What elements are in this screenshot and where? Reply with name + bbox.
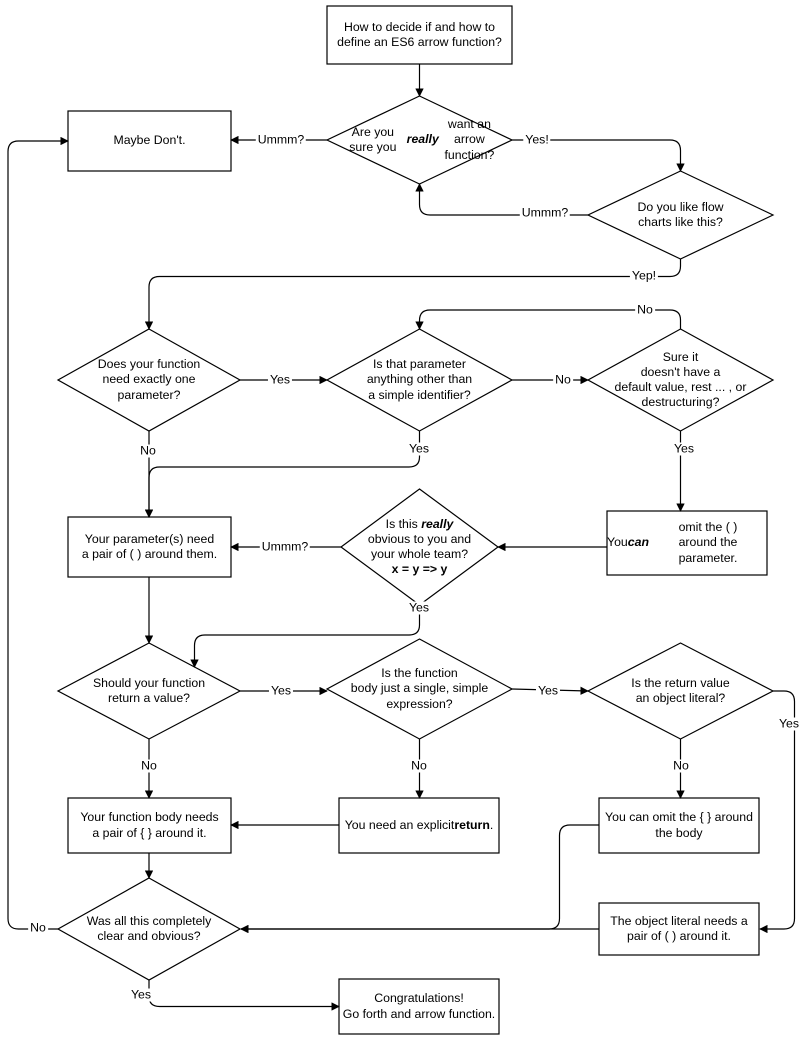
node-object-literal xyxy=(586,642,775,740)
edge-label-yep: Yep! xyxy=(629,268,659,283)
node-are-you-sure xyxy=(325,95,514,185)
edge-label-ummm-2: Ummm? xyxy=(519,205,571,220)
edge-label-yes-9: Yes xyxy=(128,987,154,1002)
edge-sureit-no-to-simpleident xyxy=(415,309,682,330)
edge-label-no-2: No xyxy=(553,372,573,387)
node-omit-braces xyxy=(598,797,760,854)
node-start xyxy=(326,5,513,65)
node-simple-identifier xyxy=(325,328,514,432)
node-object-literal-parens xyxy=(598,902,760,956)
edge-label-yes-2: Yes xyxy=(267,372,293,387)
node-maybe-dont xyxy=(67,110,232,172)
edge-label-yes-5: Yes xyxy=(406,600,432,615)
edge-simpleident-yes-to-needparens xyxy=(144,431,421,518)
node-one-parameter xyxy=(56,328,242,432)
edge-flowcharts-yep-to-oneparam xyxy=(144,259,682,330)
edge-label-no-3: No xyxy=(138,443,158,458)
node-sure-no-default xyxy=(586,328,775,432)
node-need-parens xyxy=(67,516,232,578)
node-need-braces xyxy=(67,797,232,854)
edge-label-ummm-1: Ummm? xyxy=(255,132,307,147)
edge-label-no-6: No xyxy=(671,758,691,773)
node-really-obvious xyxy=(339,488,500,606)
edge-reallyobvious-yes-to-returnvalue xyxy=(190,605,421,668)
edge-label-yes-8: Yes xyxy=(776,716,802,731)
edge-label-ummm-3: Ummm? xyxy=(259,539,311,554)
edge-label-no-top: No xyxy=(635,302,655,317)
edge-label-yes-7: Yes xyxy=(535,683,561,698)
edge-label-no-7: No xyxy=(28,920,48,935)
edge-label-no-4: No xyxy=(139,758,159,773)
edge-flowcharts-ummm-to-sure xyxy=(415,183,588,216)
node-clear-and-obvious xyxy=(56,877,242,981)
edge-label-no-5: No xyxy=(409,758,429,773)
edge-label-yes-4: Yes xyxy=(671,441,697,456)
node-explicit-return xyxy=(338,797,500,854)
node-single-expression xyxy=(325,638,514,740)
edge-label-yes-1: Yes! xyxy=(523,132,551,147)
node-return-a-value xyxy=(56,642,242,740)
edge-sure-to-flowcharts xyxy=(512,139,685,172)
edge-label-yes-3: Yes xyxy=(406,441,432,456)
edge-clearobvious-yes-to-congrats xyxy=(148,980,340,1011)
edge-label-yes-6: Yes xyxy=(268,683,294,698)
node-can-omit-parens xyxy=(606,510,768,576)
node-congratulations xyxy=(338,978,500,1035)
node-like-flowcharts xyxy=(586,170,775,260)
edge-clearobvious-no-to-maybedont xyxy=(7,136,69,930)
edge-objliteral-yes-to-objparens xyxy=(759,690,796,934)
